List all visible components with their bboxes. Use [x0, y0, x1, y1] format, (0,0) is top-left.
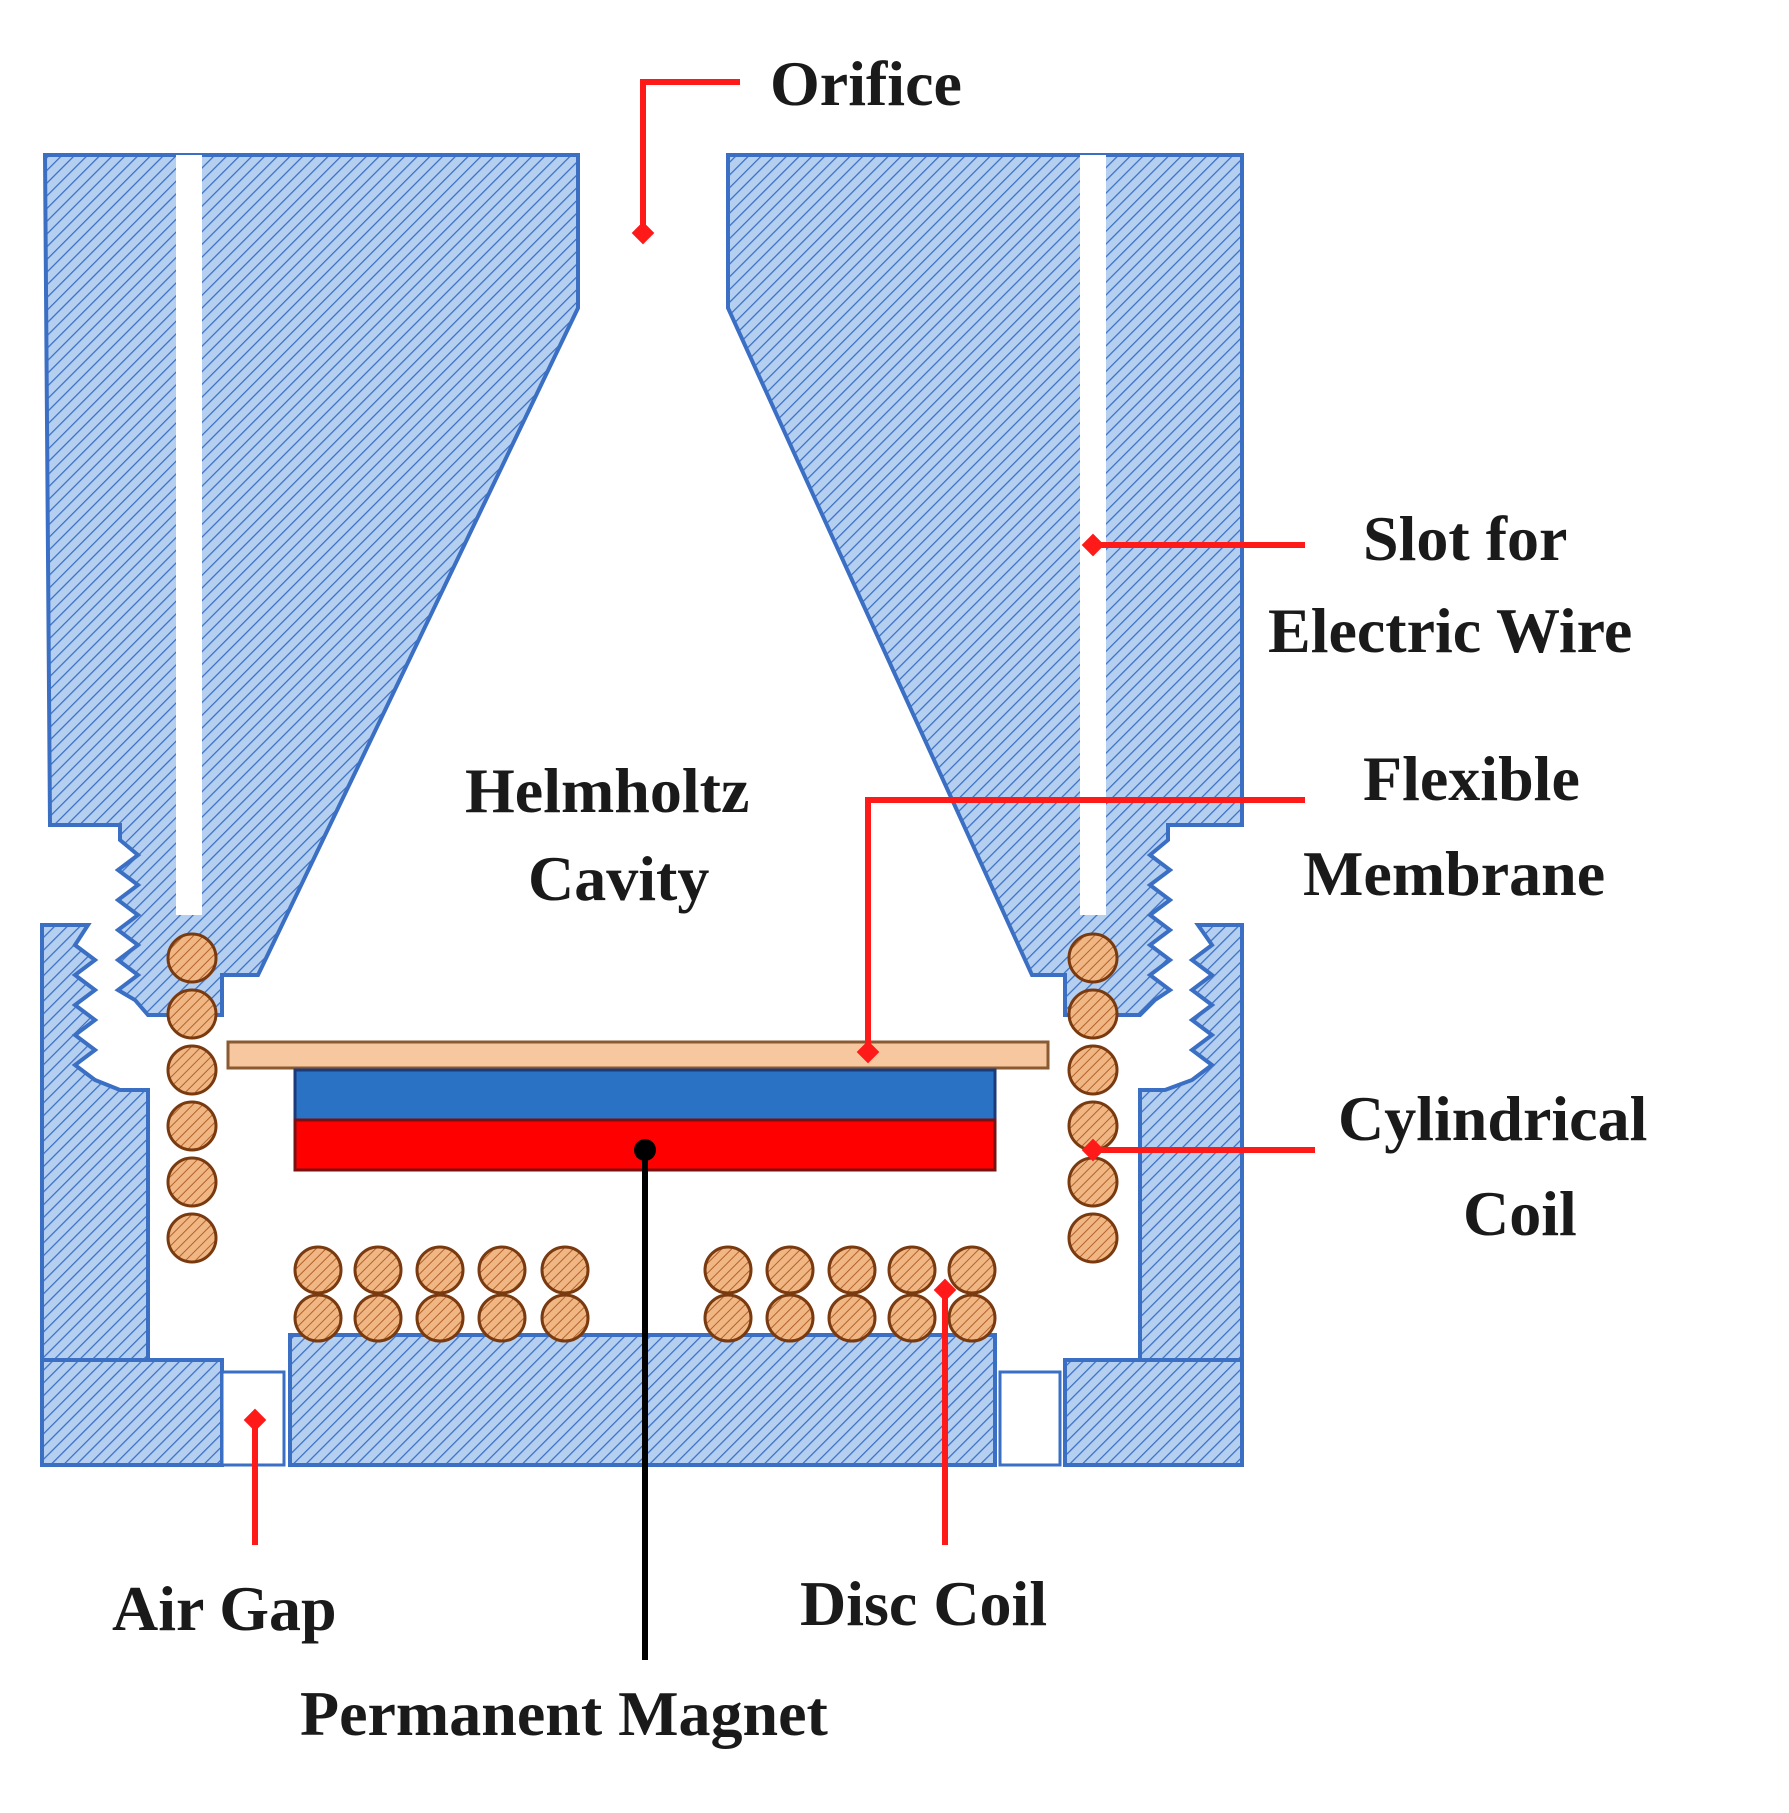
- base-bottom-left: [40, 1358, 224, 1467]
- leader-membrane-dot: [856, 1040, 880, 1064]
- leader-disc-coil-dot: [933, 1278, 957, 1302]
- disc-coil-wire: [353, 1245, 403, 1295]
- disc-coil-wire: [415, 1245, 465, 1295]
- leader-orifice: [640, 79, 740, 233]
- lower-base: [40, 923, 1244, 1467]
- disc-coil: [293, 1245, 997, 1343]
- disc-coil-wire: [540, 1293, 590, 1343]
- disc-coil-wire: [887, 1293, 937, 1343]
- leader-cyl-coil-dot: [1081, 1138, 1105, 1162]
- cylindrical-coil-wire: [166, 1156, 218, 1208]
- disc-coil-wire: [540, 1245, 590, 1295]
- disc-coil-wire: [765, 1245, 815, 1295]
- upper-body-left: [42, 153, 580, 1017]
- disc-coil-wire: [703, 1293, 753, 1343]
- label-magnet: Permanent Magnet: [300, 1678, 829, 1749]
- label-air-gap: Air Gap: [112, 1573, 337, 1644]
- magnet-north: [293, 1068, 997, 1122]
- label-membrane-line2: Membrane: [1303, 838, 1605, 909]
- cylindrical-coil-wire: [1067, 1212, 1119, 1264]
- disc-coil-wire: [353, 1293, 403, 1343]
- disc-coil-wire: [887, 1245, 937, 1295]
- disc-coil-wire: [827, 1245, 877, 1295]
- cylindrical-coil-wire: [166, 1100, 218, 1152]
- cylindrical-coil-left: [166, 932, 218, 1264]
- label-cyl-coil-line2: Coil: [1463, 1178, 1577, 1249]
- disc-coil-wire: [947, 1293, 997, 1343]
- leader-membrane: [865, 797, 1305, 1052]
- label-cyl-coil-line1: Cylindrical: [1338, 1083, 1647, 1154]
- wire-slot-left: [176, 155, 202, 915]
- disc-coil-wire: [947, 1245, 997, 1295]
- disc-coil-wire: [765, 1293, 815, 1343]
- leader-orifice-dot: [631, 221, 655, 245]
- cylindrical-coil-wire: [166, 932, 218, 984]
- label-slot-line2: Electric Wire: [1268, 595, 1632, 666]
- cylindrical-coil-right: [1067, 932, 1119, 1264]
- disc-coil-wire: [827, 1293, 877, 1343]
- cylindrical-coil-wire: [1067, 988, 1119, 1040]
- air-gap-right: [998, 1370, 1062, 1467]
- cylindrical-coil-wire: [166, 1044, 218, 1096]
- base-bottom-right: [1063, 1358, 1244, 1467]
- leader-magnet-dot: [634, 1139, 656, 1161]
- label-cavity-line1: Helmholtz: [465, 755, 749, 826]
- cylindrical-coil-wire: [1067, 1156, 1119, 1208]
- cylindrical-coil-wire: [166, 988, 218, 1040]
- disc-coil-wire: [703, 1245, 753, 1295]
- disc-coil-wire: [293, 1293, 343, 1343]
- label-membrane-line1: Flexible: [1363, 743, 1580, 814]
- disc-coil-wire: [415, 1293, 465, 1343]
- upper-body-right: [726, 153, 1244, 1017]
- label-slot-line1: Slot for: [1363, 503, 1567, 574]
- leader-lines: [243, 79, 1315, 1660]
- cylindrical-coil-wire: [166, 1212, 218, 1264]
- flexible-membrane: [226, 1040, 1050, 1070]
- label-orifice: Orifice: [770, 48, 962, 119]
- cylindrical-coil-wire: [1067, 932, 1119, 984]
- disc-coil-wire: [477, 1293, 527, 1343]
- disc-coil-wire: [293, 1245, 343, 1295]
- disc-coil-wire: [477, 1245, 527, 1295]
- cylindrical-coil-wire: [1067, 1044, 1119, 1096]
- label-cavity-line2: Cavity: [528, 843, 709, 914]
- label-disc-coil: Disc Coil: [800, 1568, 1047, 1639]
- leader-slot-dot: [1081, 533, 1105, 557]
